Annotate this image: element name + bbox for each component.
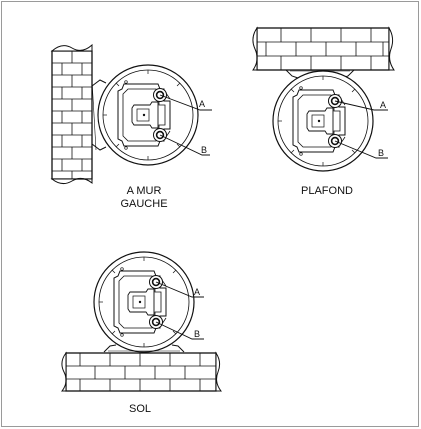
callout-leaders-ceiling: [334, 100, 388, 159]
callout-b-label: B: [378, 148, 384, 158]
brick-floor: [60, 351, 223, 392]
callout-a-label: A: [194, 287, 200, 297]
caption-floor: SOL: [128, 403, 151, 415]
view-ceiling: A B: [252, 26, 395, 172]
mounting-feet-wall: [91, 79, 107, 151]
callout-b-label: B: [194, 329, 200, 339]
fan-housing-wall: [97, 64, 199, 166]
view-wall-left: A B: [50, 43, 212, 185]
callout-leaders-wall: [159, 94, 212, 156]
callout-a-label: A: [380, 100, 386, 110]
fan-housing-ceiling: [272, 70, 374, 172]
view-floor: A B: [60, 251, 223, 392]
caption-wall-left: A MUR GAUCHE: [104, 185, 184, 211]
brick-ceiling: [252, 26, 395, 71]
callout-leaders-floor: [155, 281, 204, 340]
caption-ceiling: PLAFOND: [301, 185, 353, 197]
brick-wall-left: [50, 43, 93, 185]
callout-a-label: A: [199, 99, 205, 109]
mounting-feet-floor: [103, 344, 185, 353]
callout-b-label: B: [201, 145, 207, 155]
caption-line: GAUCHE: [120, 198, 168, 210]
fan-housing-floor: [93, 251, 195, 353]
caption-line: A MUR: [126, 185, 162, 197]
